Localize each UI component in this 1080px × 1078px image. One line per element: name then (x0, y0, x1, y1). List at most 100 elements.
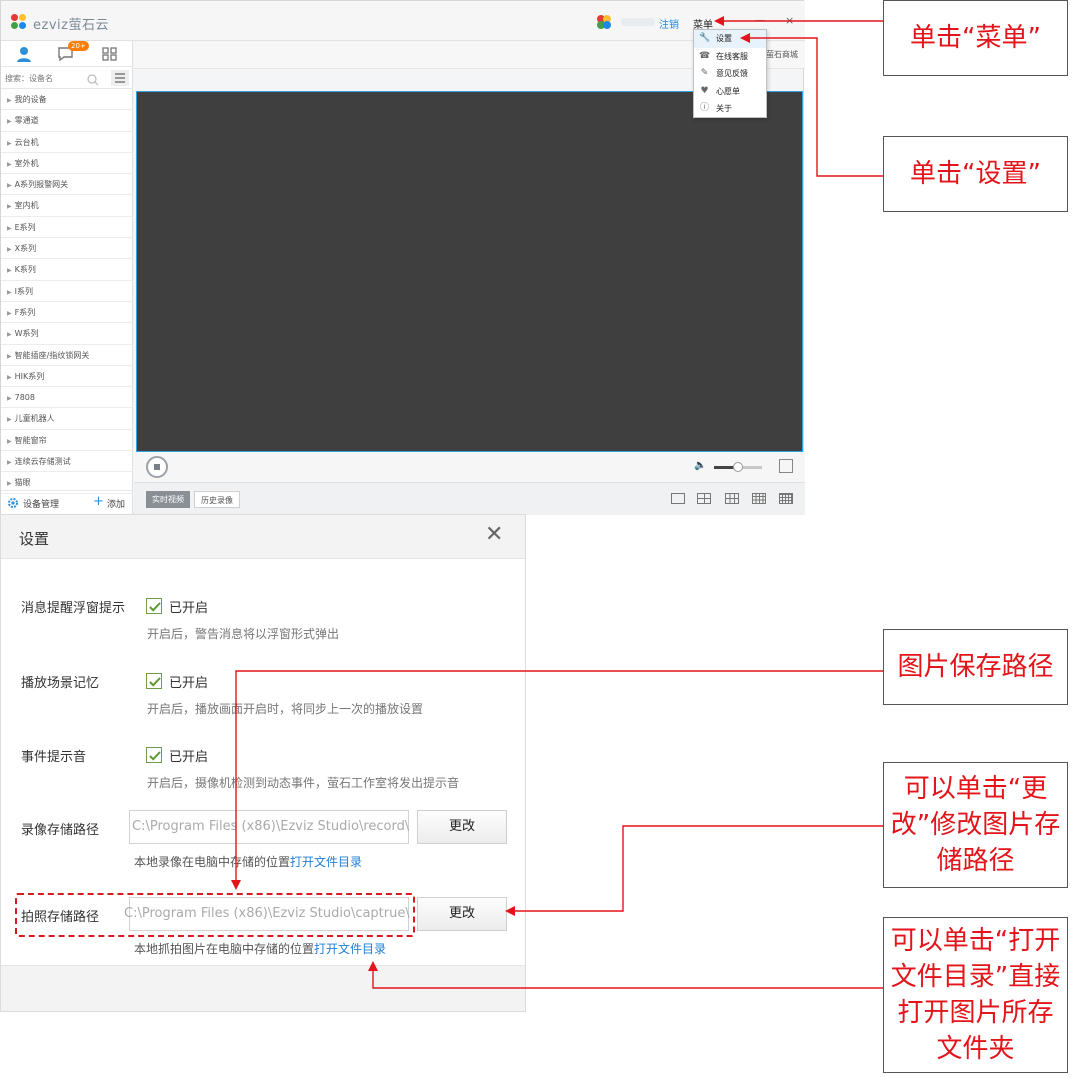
sidebar-group-item[interactable]: ▶W系列 (1, 323, 133, 345)
fullscreen-icon[interactable] (779, 459, 793, 473)
sidebar-group-item[interactable]: ▶A系列报警网关 (1, 174, 133, 196)
sidebar-group-item[interactable]: ▶7808 (1, 387, 133, 409)
settings-dialog: 设置 ✕ 消息提醒浮窗提示已开启开启后，警告消息将以浮窗形式弹出播放场景记忆已开… (0, 514, 526, 1012)
grid-icon[interactable] (101, 45, 119, 63)
record-path-change-button[interactable]: 更改 (417, 810, 507, 844)
device-search-input[interactable] (5, 70, 103, 86)
menu-item-2[interactable]: ✎ 意见反馈 (694, 65, 766, 83)
sidebar-group-item[interactable]: ▶我的设备 (1, 89, 133, 111)
menu-item-1[interactable]: ☎在线客服 (694, 48, 766, 66)
capture-path-change-button[interactable]: 更改 (417, 897, 507, 931)
close-icon[interactable]: ✕ (485, 522, 504, 547)
tab-history-recording[interactable]: 历史录像 (194, 491, 240, 508)
check-icon (149, 677, 161, 687)
device-manage-button[interactable]: 设备管理 (23, 500, 60, 510)
volume-icon[interactable]: 🔈 (694, 460, 707, 471)
callout-click-settings: 单击“设置” (883, 136, 1068, 212)
plus-icon[interactable]: + (93, 494, 104, 509)
sidebar-group-label: 我的设备 (14, 95, 47, 104)
dialog-title: 设置 (19, 530, 50, 548)
sidebar-group-label: 猫眼 (14, 478, 31, 488)
record-path-desc: 本地录像在电脑中存储的位置打开文件目录 (134, 853, 362, 870)
user-name-blurred (621, 18, 655, 26)
chevron-right-icon: ▶ (7, 139, 12, 147)
gear-icon[interactable] (7, 497, 19, 512)
option-desc: 开启后，播放画面开启时，将同步上一次的播放设置 (147, 702, 424, 716)
shop-link[interactable]: 萤石商城 (766, 50, 798, 59)
callout-open-dir: 可以单击“打开文件目录”直接打开图片所存文件夹 (883, 917, 1068, 1073)
sidebar-group-label: HIK系列 (14, 371, 45, 381)
capture-path-label: 拍照存储路径 (21, 910, 100, 925)
option-checkbox[interactable] (146, 747, 162, 763)
tab-live-video[interactable]: 实时视频 (146, 491, 190, 508)
sidebar-group-label: 室内机 (14, 201, 39, 211)
video-pane[interactable] (136, 91, 803, 452)
capture-open-dir-link[interactable]: 打开文件目录 (314, 942, 387, 956)
sidebar-group-label: 智能窗帘 (14, 435, 47, 445)
chevron-right-icon: ▶ (7, 182, 12, 190)
add-device-button[interactable]: 添加 (107, 500, 126, 510)
user-avatar-icon[interactable] (595, 13, 613, 31)
chevron-right-icon: ▶ (7, 97, 12, 104)
check-icon (149, 751, 161, 761)
sidebar-group-label: F系列 (14, 307, 36, 317)
record-open-dir-link[interactable]: 打开文件目录 (290, 855, 363, 869)
option-checkbox[interactable] (146, 598, 162, 614)
sidebar-group-label: 零通道 (14, 116, 39, 126)
sidebar-group-item[interactable]: ▶I系列 (1, 281, 133, 302)
layout-1-icon[interactable] (671, 493, 685, 504)
wrench-icon: 🔧 (699, 33, 711, 43)
sidebar-group-item[interactable]: ▶K系列 (1, 259, 133, 281)
stop-icon[interactable] (146, 456, 168, 478)
chevron-right-icon: ▶ (7, 459, 12, 467)
sidebar-group-label: A系列报警网关 (14, 180, 69, 190)
layout-6-icon[interactable] (725, 493, 739, 504)
menu-item-3[interactable]: ♥心愿单 (694, 83, 766, 101)
callout-click-menu: 单击“菜单” (883, 0, 1068, 76)
callout-picture-path: 图片保存路径 (883, 629, 1068, 705)
user-icon[interactable] (15, 45, 33, 63)
chevron-right-icon: ▶ (7, 480, 12, 488)
sidebar-group-item[interactable]: ▶智能插座/指纹锁网关 (1, 345, 133, 366)
sidebar-group-item[interactable]: ▶HIK系列 (1, 366, 133, 388)
list-icon[interactable] (111, 70, 129, 86)
layout-16-icon[interactable] (779, 493, 793, 504)
sidebar-group-label: X系列 (14, 244, 37, 254)
layout-9-icon[interactable] (752, 493, 766, 504)
logout-link[interactable]: 注销 (659, 20, 679, 31)
pen-icon: ✎ (700, 68, 709, 78)
title-bar: ezviz萤石云 注销 菜单 — × (1, 1, 805, 41)
sidebar-group-item[interactable]: ▶X系列 (1, 238, 133, 260)
info-icon: ⓘ (699, 103, 709, 113)
search-icon[interactable] (87, 71, 99, 90)
option-checkbox[interactable] (146, 673, 162, 689)
sidebar-group-item[interactable]: ▶室外机 (1, 153, 133, 175)
sidebar-group-label: E系列 (14, 222, 36, 232)
option-label: 消息提醒浮窗提示 (21, 601, 126, 616)
menu-item-label: 设置 (716, 34, 732, 43)
option-state: 已开启 (169, 601, 209, 616)
sidebar-group-label: W系列 (14, 329, 39, 339)
record-path-label: 录像存储路径 (21, 823, 100, 838)
sidebar-group-item[interactable]: ▶云台机 (1, 132, 133, 153)
menu-item-label: 意见反馈 (716, 69, 748, 78)
sidebar-group-label: 连续云存储测试 (14, 457, 71, 467)
volume-slider[interactable] (714, 462, 762, 472)
sidebar-group-item[interactable]: ▶E系列 (1, 217, 133, 239)
chevron-right-icon: ▶ (7, 160, 12, 168)
sidebar-group-item[interactable]: ▶智能窗帘 (1, 430, 133, 452)
layout-4-icon[interactable] (697, 493, 711, 504)
chevron-right-icon: ▶ (7, 118, 12, 126)
record-path-input[interactable]: C:\Program Files (x86)\Ezviz Studio\reco… (129, 810, 409, 844)
capture-path-highlight (15, 893, 415, 937)
sidebar-group-item[interactable]: ▶室内机 (1, 195, 133, 217)
capture-path-input[interactable]: C:\Program Files (x86)\Ezviz Studio\capt… (124, 897, 410, 931)
sidebar-group-item[interactable]: ▶F系列 (1, 302, 133, 324)
sidebar-group-item[interactable]: ▶连续云存储测试 (1, 451, 133, 473)
sidebar: 20+ ▶我的设备▶零通道▶云台机▶室外机▶A系列报警网关▶室内机▶E系列▶X系… (1, 41, 133, 515)
sidebar-group-item[interactable]: ▶猫眼 (1, 472, 133, 494)
menu-button[interactable]: 菜单 (693, 20, 713, 31)
sidebar-group-item[interactable]: ▶零通道 (1, 110, 133, 132)
sidebar-group-item[interactable]: ▶儿童机器人 (1, 408, 133, 430)
